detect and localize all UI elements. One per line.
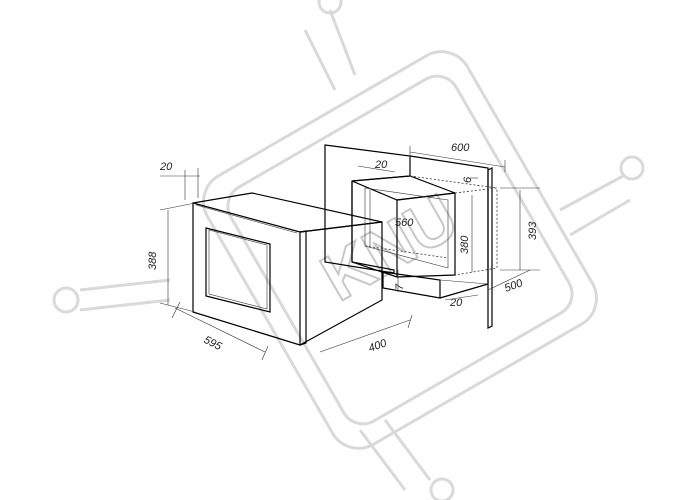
- dim-inner-width: 560: [395, 217, 414, 229]
- cabinet-niche: [324, 144, 498, 329]
- dim-bottom-gap: 7: [394, 283, 406, 290]
- dim-oven-width: 595: [202, 334, 225, 353]
- dim-bottom-offset: 20: [449, 297, 463, 309]
- dim-niche-offset: 20: [374, 159, 388, 171]
- dim-niche-width: 600: [451, 142, 470, 154]
- dim-niche-gap: 6: [462, 176, 474, 183]
- dim-niche-depth: 500: [503, 277, 525, 295]
- microwave-oven: [192, 192, 383, 346]
- dim-oven-height: 388: [147, 251, 159, 270]
- dim-inner-height: 380: [459, 235, 471, 254]
- dim-oven-depth: 400: [367, 337, 389, 355]
- dim-oven-depth-top: 20: [159, 161, 173, 173]
- dimension-lines: [159, 146, 540, 361]
- dim-niche-height: 393: [527, 221, 539, 240]
- watermark-logo: KNU: [52, 0, 645, 500]
